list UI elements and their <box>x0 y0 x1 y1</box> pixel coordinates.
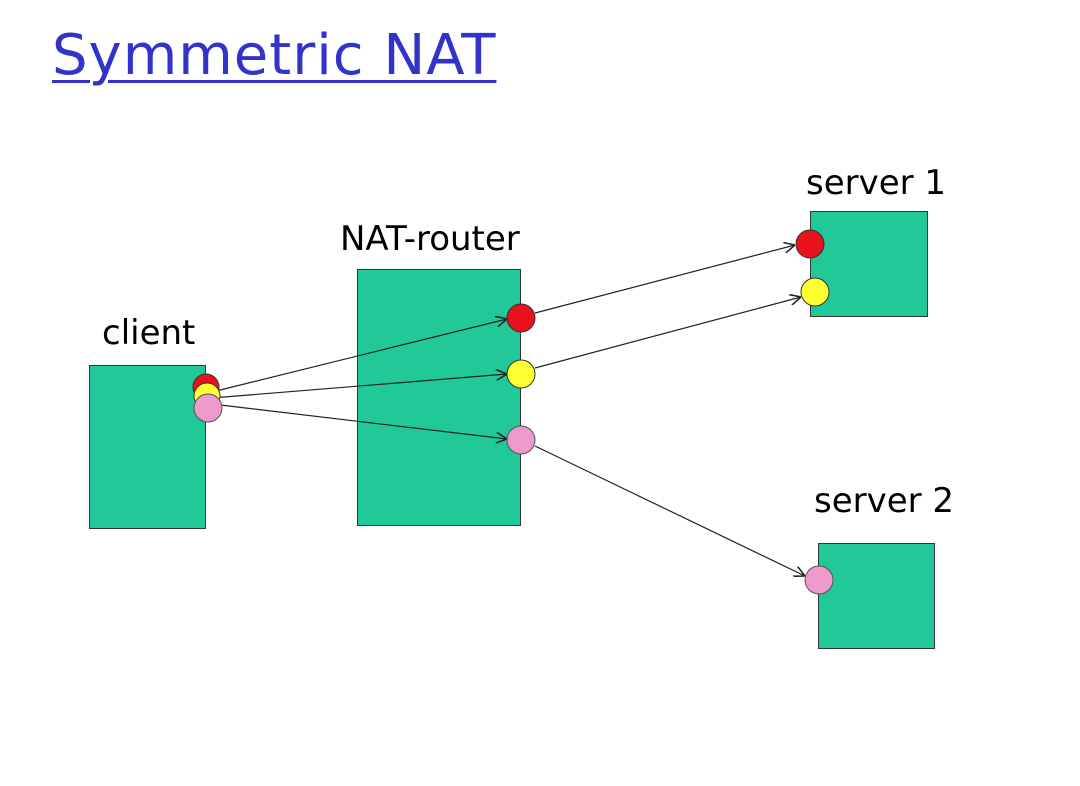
nat-router-label: NAT-router <box>340 219 520 259</box>
nat-port-yellow <box>506 359 536 389</box>
arrow-client-to-nat-pink <box>211 403 507 439</box>
server-2-box <box>818 543 935 649</box>
client-port-pink <box>193 393 223 423</box>
arrow-client-to-nat-yellow <box>211 374 507 399</box>
server-2-label: server 2 <box>814 481 955 521</box>
slide-title: Symmetric NAT <box>52 23 497 88</box>
server2-port-pink <box>804 565 834 595</box>
nat-router-box <box>357 269 521 526</box>
arrow-nat-to-server2-pink <box>534 445 805 576</box>
arrow-nat-to-server1-yellow <box>534 297 801 369</box>
server-1-box <box>810 211 928 317</box>
arrow-client-to-nat-red <box>211 319 507 393</box>
server1-port-yellow <box>800 277 830 307</box>
nat-port-pink <box>506 425 536 455</box>
server-1-label: server 1 <box>806 163 947 203</box>
client-label: client <box>102 313 196 353</box>
nat-port-red <box>506 303 536 333</box>
client-box <box>89 365 206 529</box>
arrow-nat-to-server1-red <box>534 245 795 314</box>
server1-port-red <box>795 229 825 259</box>
